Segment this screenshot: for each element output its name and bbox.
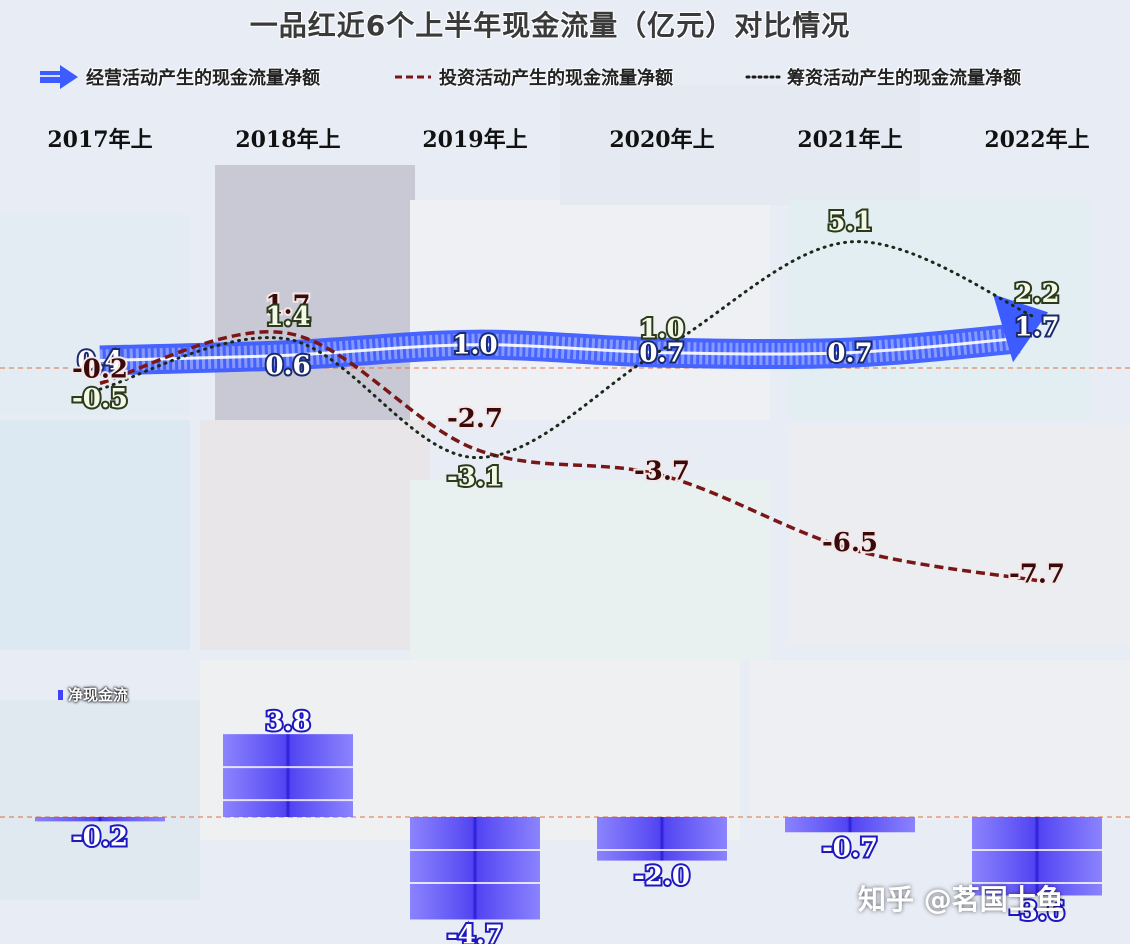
net-cash-value-label: -3.6 — [1009, 896, 1065, 926]
net-cash-value-label: -4.7 — [447, 920, 503, 944]
legend-net: 净现金流 — [58, 684, 128, 705]
legend-financing-label: 筹资活动产生的现金流量净额 — [787, 68, 1021, 89]
chart-title: 一品红近6个上半年现金流量（亿元）对比情况 — [249, 9, 851, 42]
financing-value-label: 2.2 — [1014, 279, 1059, 309]
net-cash-bar — [35, 817, 165, 822]
investing-value-label: -0.2 — [72, 354, 128, 384]
financing-value-label: 1.4 — [265, 302, 310, 332]
period-label: 2021年上 — [797, 127, 903, 153]
net-cash-value-label: -2.0 — [634, 862, 690, 892]
period-label: 2020年上 — [609, 127, 715, 153]
net-cash-bar — [223, 734, 353, 817]
dashed-line-icon — [395, 75, 431, 79]
financing-value-label: 1.0 — [639, 315, 684, 345]
legend-financing: 筹资活动产生的现金流量净额 — [745, 62, 1021, 92]
legend-operating-label: 经营活动产生的现金流量净额 — [86, 68, 320, 89]
operating-cash-flow-highlight — [99, 336, 1020, 362]
dotted-line-icon — [745, 75, 781, 79]
investing-value-label: -7.7 — [1009, 560, 1065, 590]
financing-value-label: -3.1 — [447, 463, 503, 493]
operating-value-label: 0.6 — [265, 351, 310, 381]
investing-value-label: 1.7 — [265, 290, 310, 320]
operating-value-label: 1.7 — [1014, 312, 1059, 342]
investing-value-label: -3.7 — [634, 456, 690, 486]
period-label: 2017年上 — [47, 127, 153, 153]
financing-cash-flow-line — [98, 240, 1039, 460]
operating-value-label: 1.0 — [452, 331, 497, 361]
period-label: 2018年上 — [235, 127, 341, 153]
period-label: 2019年上 — [422, 127, 528, 153]
legend-investing: 投资活动产生的现金流量净额 — [393, 62, 673, 92]
period-label: 2022年上 — [984, 127, 1090, 153]
arrow-icon — [40, 65, 78, 89]
operating-value-label: 0.7 — [827, 339, 872, 369]
net-cash-bar — [785, 817, 915, 833]
net-cash-bar — [410, 817, 540, 920]
financing-value-label: -0.5 — [72, 384, 128, 414]
legend-operating: 经营活动产生的现金流量净额 — [40, 62, 320, 92]
legend-net-label: 净现金流 — [68, 686, 129, 704]
investing-cash-flow-line — [99, 330, 1038, 583]
financing-value-label: 5.1 — [827, 207, 872, 237]
net-cash-value-label: -0.2 — [72, 822, 128, 852]
operating-value-label: 0.7 — [639, 339, 684, 369]
operating-value-label: 0.4 — [77, 346, 122, 376]
watermark: 知乎 @茗国士鱼 — [858, 883, 1064, 916]
legend-investing-label: 投资活动产生的现金流量净额 — [439, 68, 673, 89]
net-cash-value-label: -0.7 — [822, 833, 878, 863]
net-cash-bar — [597, 817, 727, 861]
investing-value-label: -2.7 — [447, 404, 503, 434]
investing-value-label: -6.5 — [822, 528, 878, 558]
net-cash-value-label: 3.8 — [265, 707, 310, 737]
operating-arrowhead — [993, 294, 1048, 363]
legend-net-swatch — [58, 689, 63, 700]
